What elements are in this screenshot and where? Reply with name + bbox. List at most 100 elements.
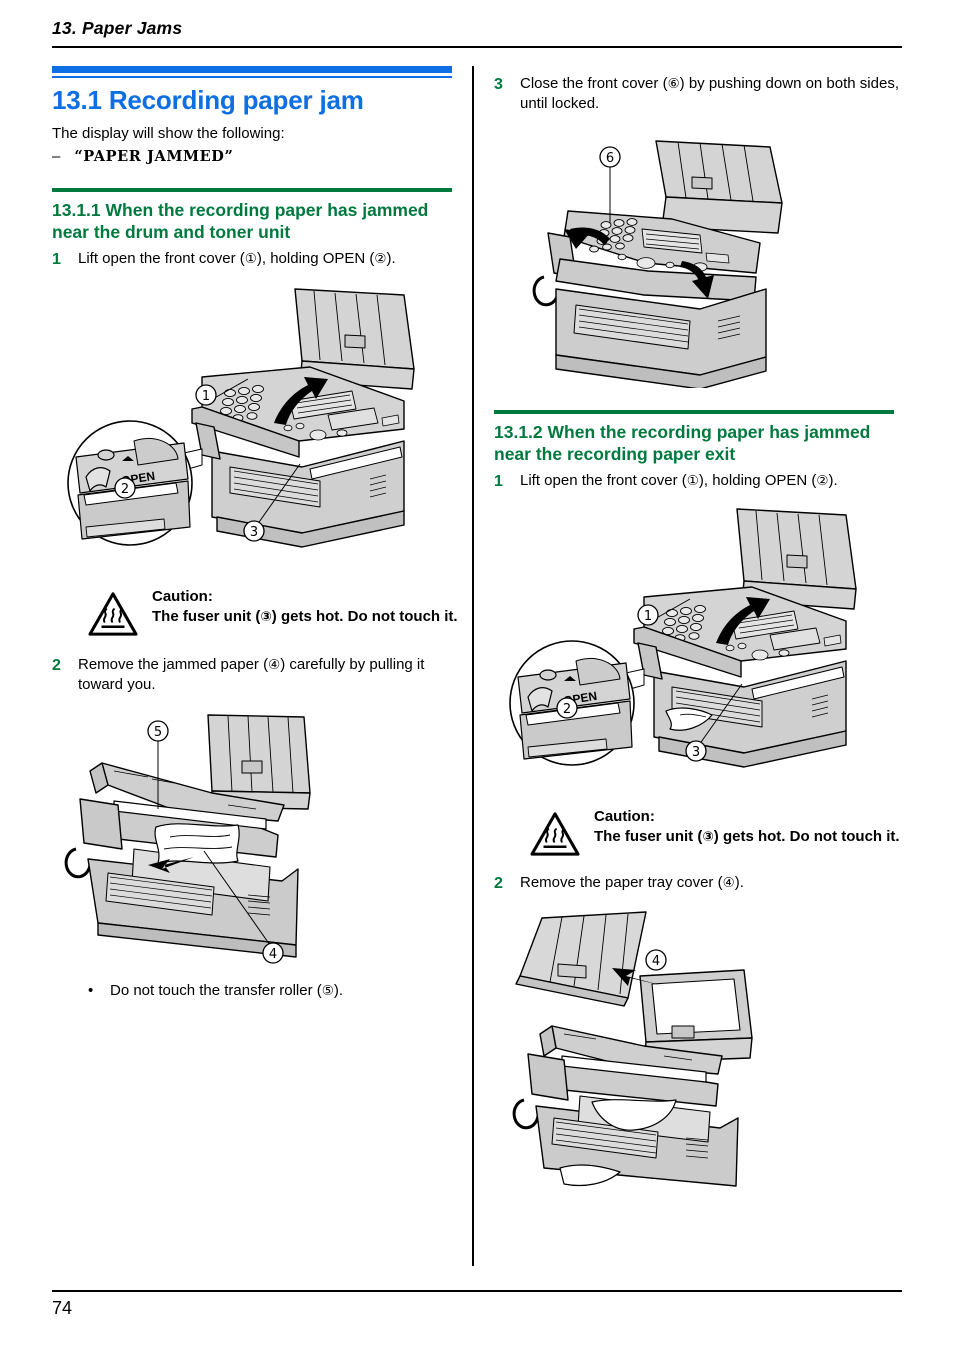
callout-4: 4	[652, 954, 660, 969]
step-text-before: Lift open the front cover (	[520, 472, 687, 490]
section-rule-blue	[52, 66, 462, 78]
step-2-right: 2 Remove the paper tray cover (④).	[494, 873, 904, 895]
lift-arrow-icon	[716, 596, 770, 645]
paper-tray-cover-illustration: 4	[512, 911, 753, 1188]
step-text: Lift open the front cover (①), holding O…	[520, 471, 904, 493]
step-text: Remove the paper tray cover (④).	[520, 873, 904, 895]
callout-markers: 1 2 3	[556, 598, 743, 762]
callout-markers: 1 2 3	[114, 378, 301, 542]
step-1-right: 1 Lift open the front cover (①), holding…	[494, 471, 904, 493]
bullet-icon: •	[88, 982, 94, 1000]
section-intro-text: The display will show the following:	[52, 125, 285, 142]
running-header: 13. Paper Jams	[52, 18, 183, 38]
bullet-text-after: ).	[333, 982, 344, 1000]
callout-ref-4: ④	[268, 656, 281, 673]
step-text-before: Close the front cover (	[520, 75, 668, 92]
bullet-note-transfer-roller: • Do not touch the transfer roller (⑤).	[88, 981, 462, 1001]
display-message-line: – “PAPER JAMMED”	[52, 147, 462, 167]
step-number: 2	[494, 874, 503, 892]
left-column: 13.1 Recording paper jam The display wil…	[52, 66, 462, 1002]
callout-ref-3: ③	[702, 828, 714, 845]
figure-fax-machine-front-cover-open: OPEN 1 2 3	[52, 281, 452, 571]
detail-magnifier: OPEN	[67, 420, 203, 546]
callout-3: 3	[250, 525, 258, 540]
fax-machine-illustration-exit: OPEN 1 2 3	[509, 508, 857, 768]
caution-text: Caution: The fuser unit (③) gets hot. Do…	[152, 587, 458, 627]
caution-heading: Caution:	[152, 587, 213, 605]
right-column: 3 Close the front cover (⑥) by pushing d…	[494, 66, 904, 1198]
callout-2: 2	[121, 482, 129, 497]
caution-body: The fuser unit (③) gets hot. Do not touc…	[594, 827, 900, 847]
step-text-before: Lift open the front cover (	[78, 250, 245, 268]
callout-ref-2: ②	[816, 473, 829, 490]
step-3-right: 3 Close the front cover (⑥) by pushing d…	[494, 74, 904, 115]
callout-ref-1: ①	[686, 473, 699, 490]
subsection-title-13-1-1: 13.1.1 When the recording paper has jamm…	[52, 199, 429, 242]
step-number: 3	[494, 76, 503, 93]
callout-2: 2	[563, 702, 571, 717]
subsection-rule-green	[52, 187, 452, 192]
press-down-arrows-icon	[564, 226, 714, 299]
callout-markers: 5 4	[147, 720, 284, 965]
hot-surface-warning-icon	[530, 812, 580, 856]
caution-body-after: ) gets hot. Do not touch it.	[713, 827, 900, 845]
subsection-title-13-1-2: 13.1.2 When the recording paper has jamm…	[494, 421, 871, 464]
lift-arrow-icon	[274, 376, 328, 425]
section-rule-thin	[52, 76, 452, 78]
caution-heading: Caution:	[594, 807, 655, 825]
step-text-after: ).	[828, 472, 838, 490]
callout-markers: 4	[645, 949, 667, 972]
step-text: Remove the jammed paper (④) carefully by…	[78, 655, 462, 696]
callout-ref-4: ④	[722, 874, 735, 891]
caution-box-right: Caution: The fuser unit (③) gets hot. Do…	[530, 807, 904, 857]
callout-ref-2: ②	[374, 251, 387, 268]
callout-5: 5	[154, 725, 162, 740]
page-number: 74	[52, 1298, 73, 1318]
figure-fax-machine-front-cover-open-exit: OPEN 1 2 3	[494, 501, 894, 791]
hot-surface-warning-icon	[88, 592, 138, 636]
jammed-paper	[154, 823, 240, 864]
detail-magnifier: OPEN	[509, 640, 645, 766]
step-number: 2	[52, 656, 61, 674]
callout-markers: 6	[599, 145, 621, 223]
callout-ref-1: ①	[244, 251, 257, 268]
step-text-after: ).	[734, 873, 744, 891]
step-number: 1	[494, 473, 503, 491]
figure-fax-machine-closing-front-cover: 6	[494, 133, 894, 388]
step-text: Lift open the front cover (①), holding O…	[78, 249, 462, 271]
caution-body: The fuser unit (③) gets hot. Do not touc…	[152, 607, 458, 627]
step-text: Close the front cover (⑥) by pushing dow…	[520, 74, 904, 115]
caution-body-before: The fuser unit (	[594, 827, 703, 845]
step-text-middle: ), holding OPEN (	[256, 250, 375, 268]
pull-arrow-icon	[148, 857, 194, 874]
step-text-after: ) carefully by pulling it toward you.	[78, 655, 425, 694]
step-2-left: 2 Remove the jammed paper (④) carefully …	[52, 655, 462, 696]
list-dash: –	[52, 148, 61, 166]
callout-1: 1	[202, 389, 210, 404]
section-rule-thick	[52, 66, 452, 73]
fax-machine-open-illustration: 5 4	[64, 714, 311, 965]
paper-inside	[559, 1099, 677, 1187]
fax-machine-close-cover-illustration: 6	[532, 139, 783, 388]
step-text-before: Remove the paper tray cover (	[520, 873, 723, 891]
caution-body-before: The fuser unit (	[152, 607, 261, 625]
figure-fax-machine-paper-tray-cover-removal: 4	[494, 906, 894, 1198]
callout-ref-3: ③	[260, 608, 272, 625]
header-divider-rule	[52, 46, 902, 48]
fax-machine-illustration: OPEN 1 2 3	[67, 288, 415, 548]
step-1-left: 1 Lift open the front cover (①), holding…	[52, 249, 462, 271]
display-message: “PAPER JAMMED”	[74, 148, 234, 166]
footer-divider-rule	[52, 1290, 902, 1292]
step-text-middle: ), holding OPEN (	[698, 472, 817, 490]
column-divider	[472, 66, 474, 1266]
callout-ref-6: ⑥	[667, 76, 680, 92]
exiting-paper	[665, 707, 713, 731]
figure-fax-machine-jammed-paper-removal: 5 4	[52, 709, 452, 971]
step-text-before: Remove the jammed paper (	[78, 655, 269, 673]
callout-6: 6	[606, 151, 614, 166]
callout-4: 4	[269, 947, 277, 962]
callout-ref-5: ⑤	[321, 983, 334, 1000]
bullet-note-text: Do not touch the transfer roller (⑤).	[110, 981, 343, 1001]
step-number: 1	[52, 251, 61, 269]
